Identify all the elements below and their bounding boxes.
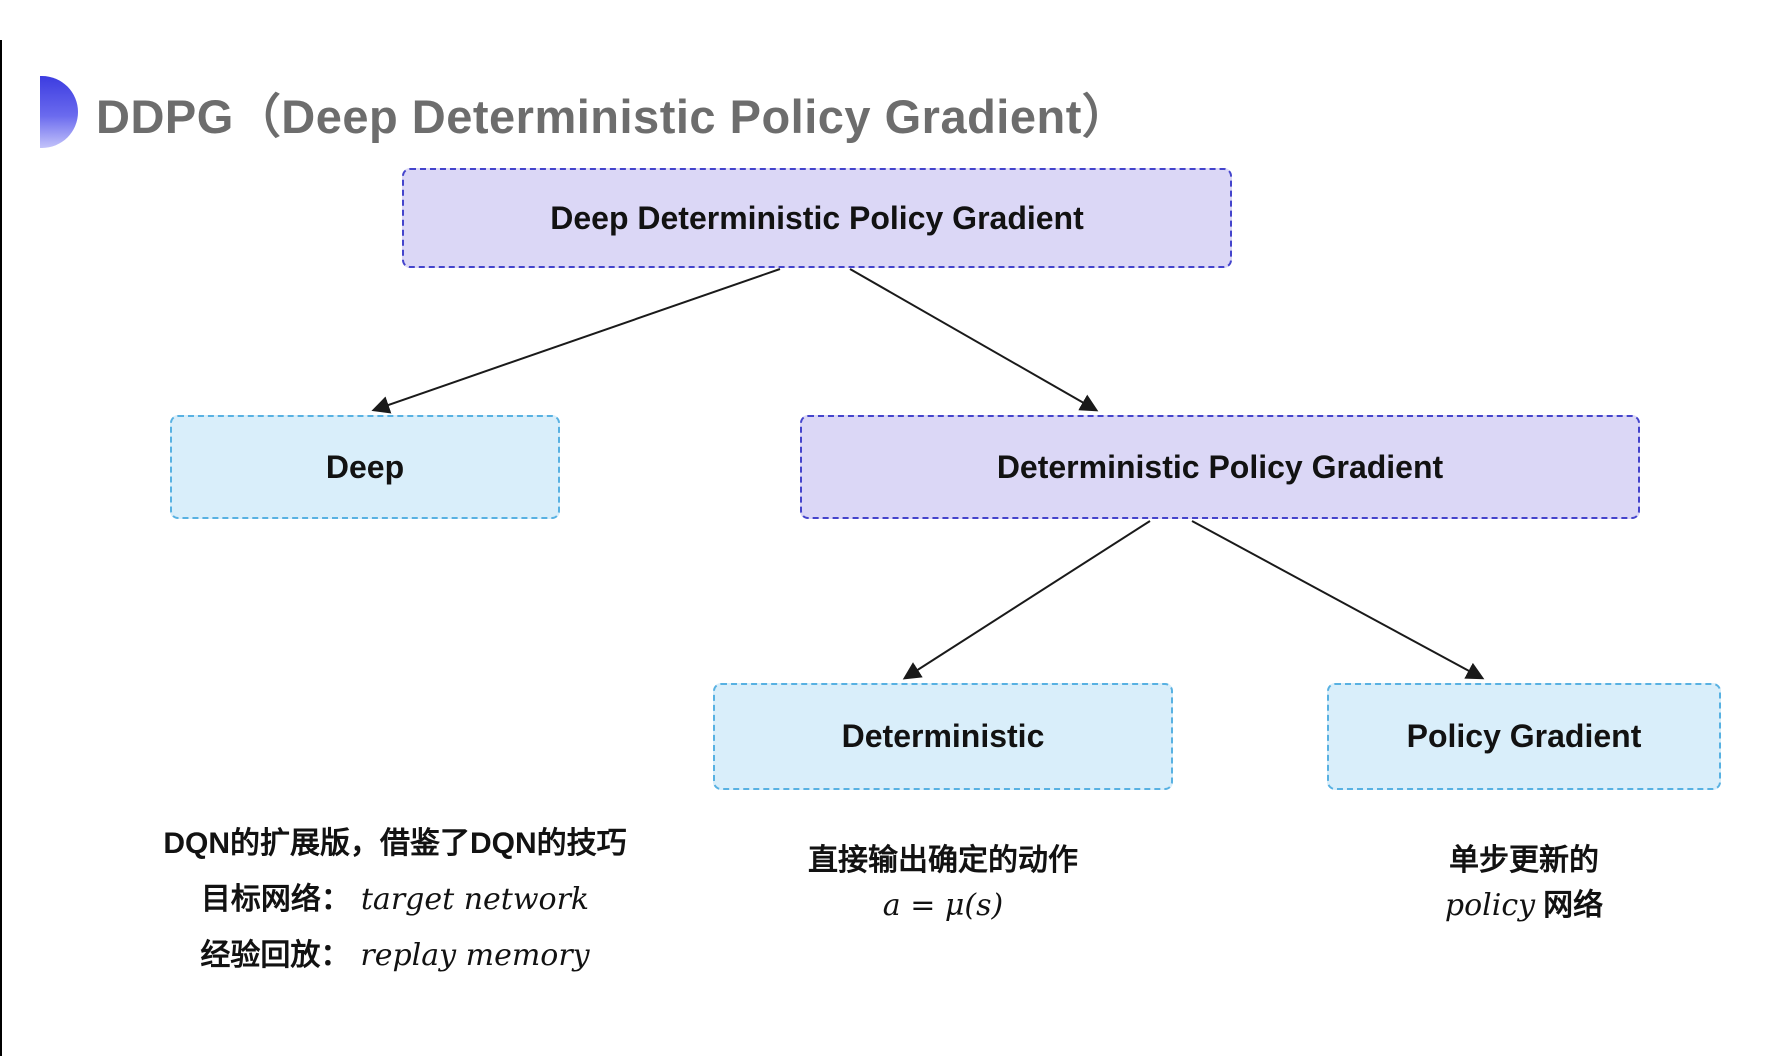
arrow-dpg-to-policy-gradient [1191, 520, 1485, 680]
arrow-root-to-dpg [849, 268, 1099, 412]
node-deterministic-policy-gradient: Deterministic Policy Gradient [800, 415, 1640, 519]
notes-deep: DQN的扩展版，借鉴了DQN的技巧 目标网络：target network 经验… [130, 816, 660, 984]
node-deterministic: Deterministic [713, 683, 1173, 790]
arrow-root-to-deep [371, 268, 781, 414]
node-label: Deterministic Policy Gradient [996, 448, 1444, 485]
page-title: DDPG（Deep Deterministic Policy Gradient） [96, 89, 1130, 143]
note-line: 目标网络：target network [200, 882, 590, 917]
note-line: 经验回放：replay memory [200, 938, 590, 973]
note-line: DQN的扩展版，借鉴了DQN的技巧 [163, 827, 627, 860]
title-bullet-icon [40, 76, 78, 148]
title-row: DDPG（Deep Deterministic Policy Gradient） [40, 74, 1129, 150]
notes-deterministic: 直接输出确定的动作 a = μ(s) [763, 838, 1123, 928]
node-policy-gradient: Policy Gradient [1327, 683, 1721, 790]
node-deep-deterministic-policy-gradient: Deep Deterministic Policy Gradient [402, 168, 1232, 268]
node-label: Deep Deterministic Policy Gradient [550, 199, 1084, 236]
arrow-dpg-to-deterministic [902, 520, 1151, 680]
note-line: 单步更新的 [1449, 844, 1599, 877]
node-label: Policy Gradient [1406, 718, 1642, 754]
note-line: 直接输出确定的动作 [808, 844, 1078, 877]
left-border-line [0, 40, 2, 1056]
node-label: Deep [325, 448, 405, 485]
node-label: Deterministic [841, 718, 1045, 754]
note-formula: a = μ(s) [882, 888, 1004, 923]
node-deep: Deep [170, 415, 560, 519]
